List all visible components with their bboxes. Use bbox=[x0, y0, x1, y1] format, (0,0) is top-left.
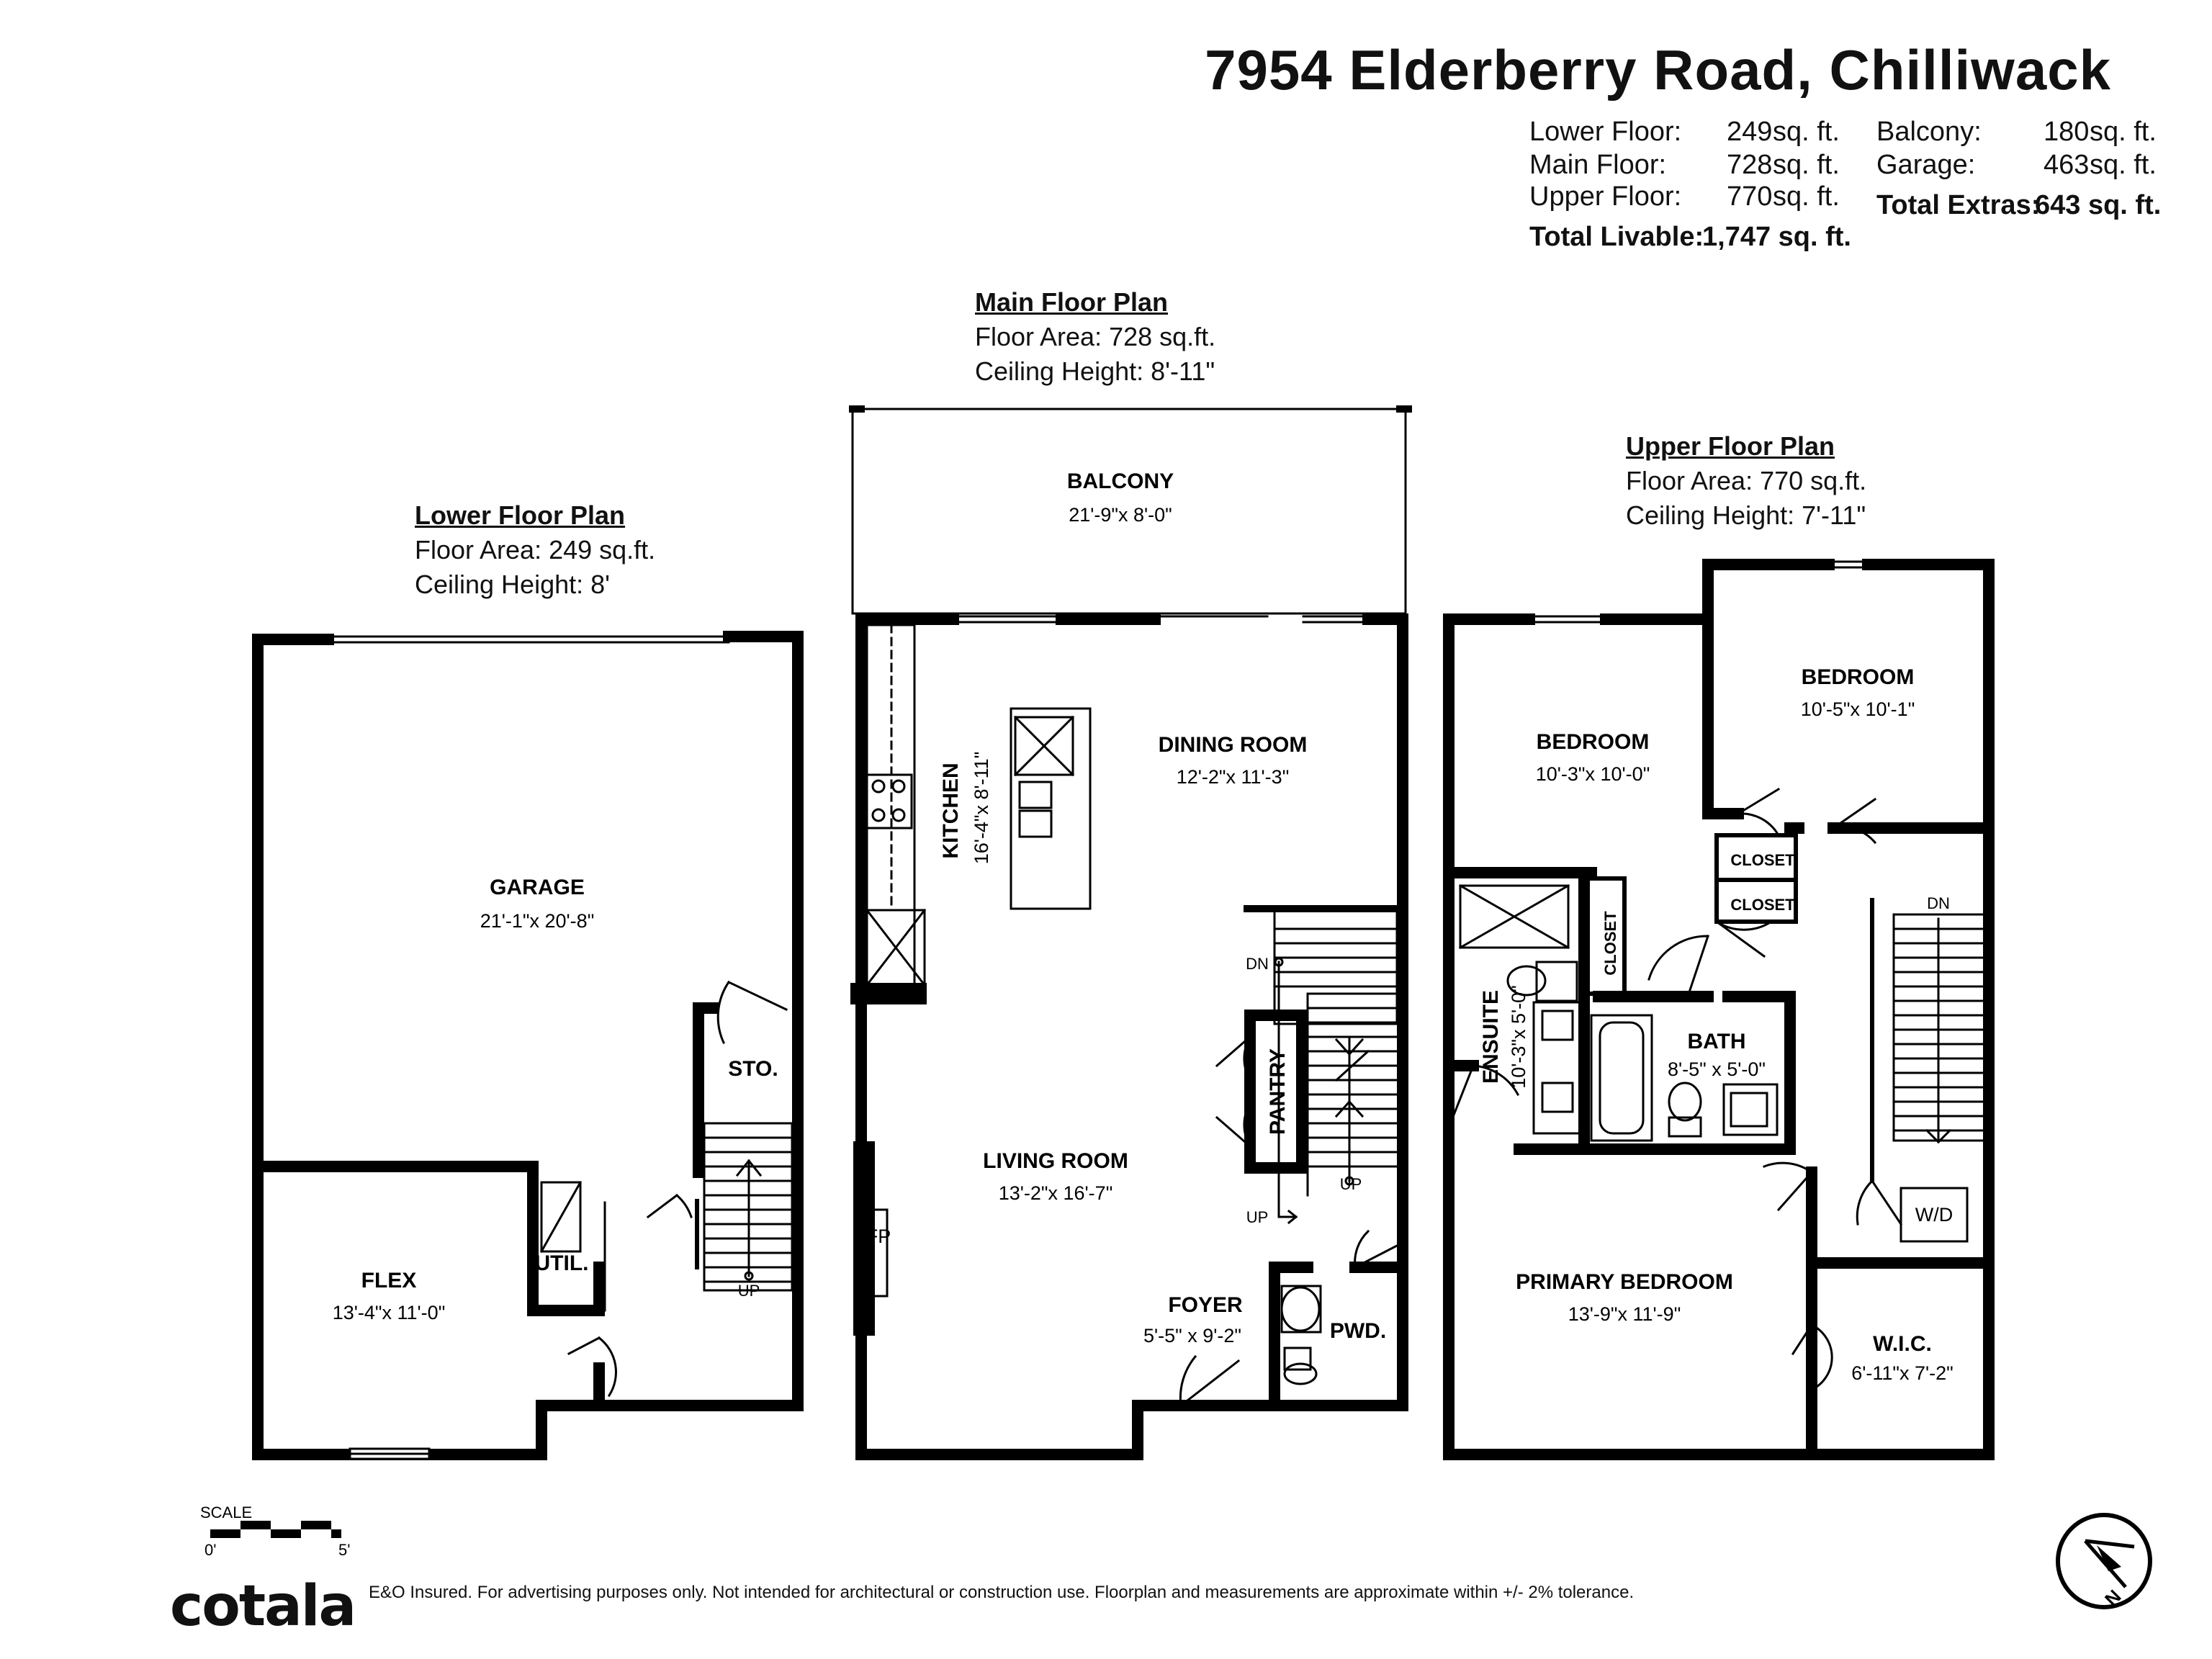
dining-room-label: DINING ROOM bbox=[1159, 733, 1308, 757]
main-plan-heading-block: Main Floor Plan Floor Area: 728 sq.ft. C… bbox=[975, 285, 1215, 389]
summary-lower-label: Lower Floor: bbox=[1529, 117, 1682, 147]
scale-bar: SCALE 0' 5' bbox=[200, 1503, 350, 1559]
bath-label: BATH bbox=[1687, 1030, 1745, 1053]
foyer-dim: 5'-5" x 9'-2" bbox=[1143, 1325, 1241, 1346]
summary-balcony-label: Balcony: bbox=[1876, 117, 1982, 147]
main-stairs-up2-label: UP bbox=[1246, 1208, 1269, 1226]
summary-balcony-value: 180 bbox=[2044, 117, 2090, 147]
summary-lower-value: 249 bbox=[1727, 117, 1773, 147]
main-plan-heading: Main Floor Plan bbox=[975, 287, 1169, 317]
bedroom-1-label: BEDROOM bbox=[1537, 730, 1650, 754]
powder-room-label: PWD. bbox=[1330, 1319, 1386, 1343]
main-plan-area: Floor Area: 728 sq.ft. bbox=[975, 322, 1216, 351]
lower-floor-thin bbox=[327, 635, 793, 1460]
summary-extras-label: Total Extras: bbox=[1876, 190, 2041, 220]
foyer-label: FOYER bbox=[1168, 1293, 1243, 1317]
scale-end: 5' bbox=[338, 1541, 350, 1559]
upper-plan-heading-block: Upper Floor Plan Floor Area: 770 sq.ft. … bbox=[1626, 429, 1866, 533]
dining-room-dim: 12'-2"x 11'-3" bbox=[1177, 766, 1290, 788]
summary-balcony-unit: sq. ft. bbox=[2090, 117, 2157, 147]
lower-plan-area: Floor Area: 249 sq.ft. bbox=[415, 535, 656, 565]
storage-label: STO. bbox=[728, 1057, 778, 1081]
closet-3-label: CLOSET bbox=[1601, 911, 1619, 976]
closet-2-label: CLOSET bbox=[1730, 896, 1795, 914]
living-room-label: LIVING ROOM bbox=[983, 1149, 1128, 1173]
summary-upper-value: 770 bbox=[1727, 181, 1773, 212]
walk-in-closet-label: W.I.C. bbox=[1873, 1332, 1932, 1356]
flex-dim: 13'-4"x 11'-0" bbox=[333, 1302, 446, 1323]
garage-dim: 21'-1"x 20'-8" bbox=[480, 910, 595, 932]
primary-bedroom-dim: 13'-9"x 11'-9" bbox=[1568, 1303, 1681, 1325]
upper-plan-heading: Upper Floor Plan bbox=[1626, 431, 1835, 461]
upper-stairs-dn-label: DN bbox=[1927, 894, 1950, 912]
summary-upper-unit: sq. ft. bbox=[1773, 181, 1840, 212]
fireplace-label: FP bbox=[866, 1226, 891, 1247]
summary-main-value: 728 bbox=[1727, 150, 1773, 180]
bedroom-2-label: BEDROOM bbox=[1802, 665, 1915, 689]
property-address-title: 7954 Elderberry Road, Chilliwack bbox=[1205, 38, 2111, 102]
summary-upper-label: Upper Floor: bbox=[1529, 181, 1682, 212]
summary-livable-label: Total Livable: bbox=[1529, 222, 1704, 252]
compass-icon: N bbox=[2056, 1513, 2152, 1610]
cotala-logo: cotala bbox=[170, 1574, 356, 1639]
summary-garage-value: 463 bbox=[2044, 150, 2090, 180]
main-stairs bbox=[1244, 905, 1401, 1225]
flex-label: FLEX bbox=[361, 1269, 417, 1292]
bath-dim: 8'-5" x 5'-0" bbox=[1668, 1058, 1766, 1080]
scale-label: SCALE bbox=[200, 1503, 252, 1521]
lower-stairs-up-label: UP bbox=[738, 1282, 760, 1300]
lower-plan-heading: Lower Floor Plan bbox=[415, 500, 626, 530]
bedroom-1-dim: 10'-3"x 10'-0" bbox=[1536, 763, 1650, 785]
summary-extras-value: 643 sq. ft. bbox=[2035, 190, 2162, 220]
lower-plan-ceiling: Ceiling Height: 8' bbox=[415, 570, 611, 599]
pantry-label: PANTRY bbox=[1266, 1048, 1290, 1135]
garage-label: GARAGE bbox=[490, 876, 585, 899]
main-stairs-dn-label: DN bbox=[1246, 955, 1269, 973]
upper-plan-ceiling: Ceiling Height: 7'-11" bbox=[1626, 500, 1866, 530]
summary-main-label: Main Floor: bbox=[1529, 150, 1667, 180]
lower-stairs bbox=[695, 1122, 793, 1292]
living-room-dim: 13'-2"x 16'-7" bbox=[999, 1182, 1113, 1204]
summary-garage-label: Garage: bbox=[1876, 150, 1976, 180]
main-plan-ceiling: Ceiling Height: 8'-11" bbox=[975, 356, 1215, 386]
upper-stairs bbox=[1870, 898, 1986, 1183]
main-stairs-up-label: UP bbox=[1340, 1175, 1362, 1193]
scale-start: 0' bbox=[204, 1541, 216, 1559]
upper-plan-area: Floor Area: 770 sq.ft. bbox=[1626, 466, 1867, 495]
primary-bedroom-label: PRIMARY BEDROOM bbox=[1516, 1270, 1733, 1294]
upper-floor-thin bbox=[1450, 560, 1986, 1459]
summary-garage-unit: sq. ft. bbox=[2090, 150, 2157, 180]
kitchen-label: KITCHEN bbox=[939, 763, 963, 858]
bedroom-2-dim: 10'-5"x 10'-1" bbox=[1801, 698, 1915, 720]
lower-plan-heading-block: Lower Floor Plan Floor Area: 249 sq.ft. … bbox=[415, 498, 655, 602]
summary-main-unit: sq. ft. bbox=[1773, 150, 1840, 180]
main-floor-thin bbox=[849, 405, 1412, 1459]
lower-floor-walls bbox=[252, 631, 804, 1460]
disclaimer-text: E&O Insured. For advertising purposes on… bbox=[369, 1583, 1635, 1602]
summary-livable-value: 1,747 sq. ft. bbox=[1702, 222, 1851, 252]
kitchen-dim: 16'-4"x 8'-11" bbox=[971, 752, 992, 865]
walk-in-closet-dim: 6'-11"x 7'-2" bbox=[1851, 1362, 1954, 1384]
summary-lower-unit: sq. ft. bbox=[1773, 117, 1840, 147]
balcony-label: BALCONY bbox=[1067, 469, 1174, 493]
utility-label: UTIL. bbox=[535, 1251, 589, 1275]
ensuite-dim: 10'-3"x 5'-0" bbox=[1508, 985, 1529, 1089]
washer-dryer-label: W/D bbox=[1915, 1204, 1953, 1226]
closet-1-label: CLOSET bbox=[1730, 851, 1795, 869]
ensuite-label: ENSUITE bbox=[1479, 990, 1503, 1084]
balcony-dim: 21'-9"x 8'-0" bbox=[1069, 504, 1172, 526]
